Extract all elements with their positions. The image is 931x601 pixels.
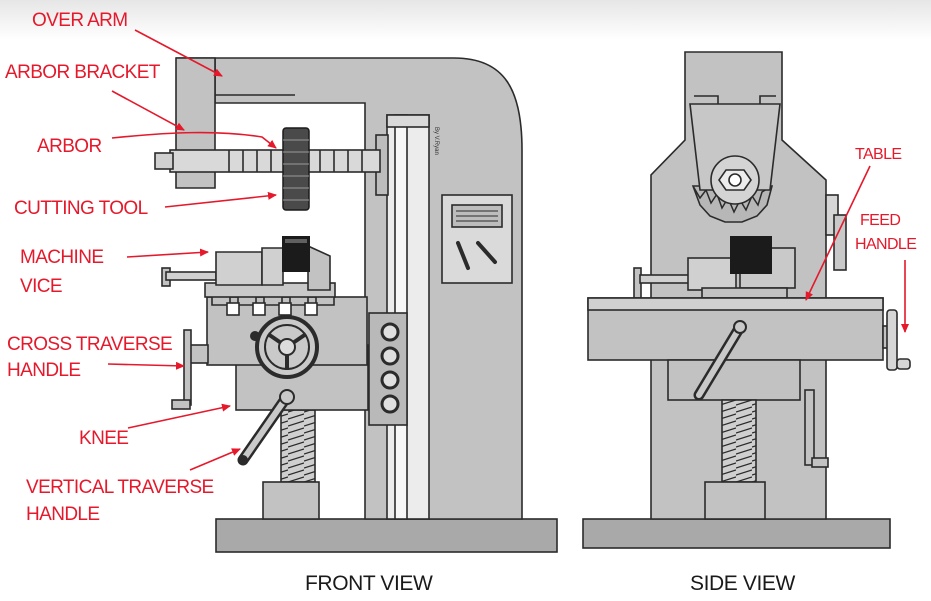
front-cross-handwheel xyxy=(250,315,319,379)
front-vertical-traverse-handle xyxy=(237,389,295,466)
side-cutter-assembly xyxy=(689,103,781,223)
side-knee xyxy=(667,359,801,401)
label-feed-handle-2: HANDLE xyxy=(855,236,916,253)
label-arrows xyxy=(107,29,909,471)
front-cross-traverse-handle xyxy=(171,329,209,410)
label-cross-traverse-1: CROSS TRAVERSE xyxy=(7,334,172,355)
signature: By V.Ryan xyxy=(433,127,439,155)
front-cutting-tool xyxy=(282,127,310,211)
label-machine-vice-1: MACHINE xyxy=(20,247,103,268)
side-view xyxy=(582,51,911,549)
front-elevating-screw xyxy=(280,409,316,483)
front-base xyxy=(215,518,558,553)
labels: OVER ARM ARBOR BRACKET ARBOR CUTTING TOO… xyxy=(5,10,917,525)
label-vertical-traverse-1: VERTICAL TRAVERSE xyxy=(26,477,214,498)
label-feed-handle-1: FEED xyxy=(860,212,900,229)
label-knee: KNEE xyxy=(79,428,128,449)
label-cutting-tool: CUTTING TOOL xyxy=(14,198,148,219)
side-column xyxy=(650,51,827,520)
side-traverse-handle xyxy=(693,320,747,401)
front-view: By V.Ryan xyxy=(154,57,558,553)
label-arbor-bracket: ARBOR BRACKET xyxy=(5,62,161,83)
side-machine-vice xyxy=(633,236,796,299)
side-feed-handle xyxy=(882,309,911,371)
label-over-arm: OVER ARM xyxy=(32,10,128,31)
side-vertical-handle xyxy=(804,389,829,468)
caption-side-view: SIDE VIEW xyxy=(690,572,795,595)
side-base xyxy=(582,518,891,549)
label-machine-vice-2: VICE xyxy=(20,276,62,297)
top-fade xyxy=(0,0,931,40)
label-cross-traverse-2: HANDLE xyxy=(7,360,80,381)
label-vertical-traverse-2: HANDLE xyxy=(26,504,99,525)
front-machine-vice xyxy=(161,236,336,298)
label-table: TABLE xyxy=(855,146,902,163)
front-gib-bolts xyxy=(368,312,408,426)
side-elevating-screw xyxy=(721,399,757,483)
caption-front-view: FRONT VIEW xyxy=(305,572,433,595)
label-arbor: ARBOR xyxy=(37,136,102,157)
